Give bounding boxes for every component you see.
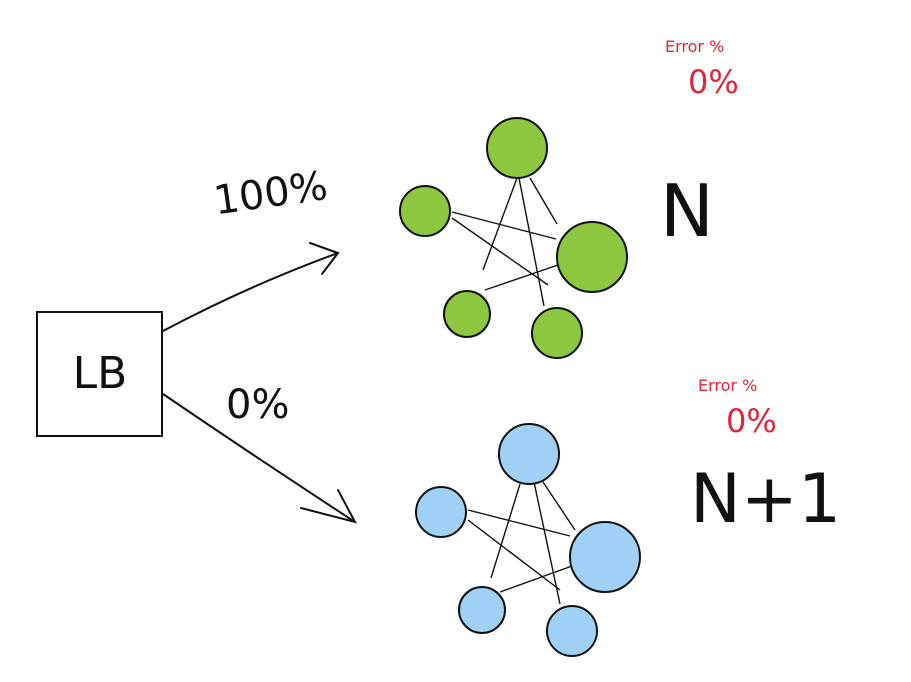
- arrow-head: [300, 489, 357, 524]
- node: [415, 486, 467, 538]
- node: [546, 605, 598, 657]
- route-arrow-n-plus-1: [162, 393, 357, 524]
- node: [458, 586, 506, 634]
- node: [498, 423, 560, 485]
- arrow-shaft: [162, 393, 356, 523]
- cluster-n-plus-1-nodes: [415, 423, 641, 657]
- arrow-head: [309, 242, 340, 275]
- arrow-shaft: [162, 252, 339, 332]
- cluster-n-plus-1-error-value: 0%: [726, 402, 777, 440]
- cluster-n-plus-1-version-label: N+1: [690, 460, 841, 539]
- node: [399, 185, 451, 237]
- cluster-n-links: [451, 177, 559, 307]
- cluster-n-plus-1: N+1 Error % 0%: [415, 376, 841, 657]
- load-balancer: LB: [36, 311, 163, 437]
- node: [443, 290, 491, 338]
- cluster-n: N Error % 0%: [399, 37, 739, 359]
- node: [569, 521, 641, 593]
- route-percent-n-plus-1: 0%: [226, 382, 289, 428]
- cluster-n-plus-1-links: [467, 481, 576, 605]
- node: [556, 221, 628, 293]
- load-balancer-box: [36, 311, 163, 437]
- cluster-n-version-label: N: [660, 169, 714, 253]
- cluster-n-plus-1-error-title: Error %: [698, 376, 757, 395]
- route-percent-n: 100%: [211, 163, 331, 224]
- node: [486, 117, 548, 179]
- cluster-n-error-title: Error %: [665, 37, 724, 56]
- cluster-n-error-value: 0%: [688, 63, 739, 101]
- cluster-n-nodes: [399, 117, 628, 359]
- route-arrow-n: [162, 242, 340, 332]
- load-balancer-label: LB: [73, 348, 128, 399]
- node: [531, 307, 583, 359]
